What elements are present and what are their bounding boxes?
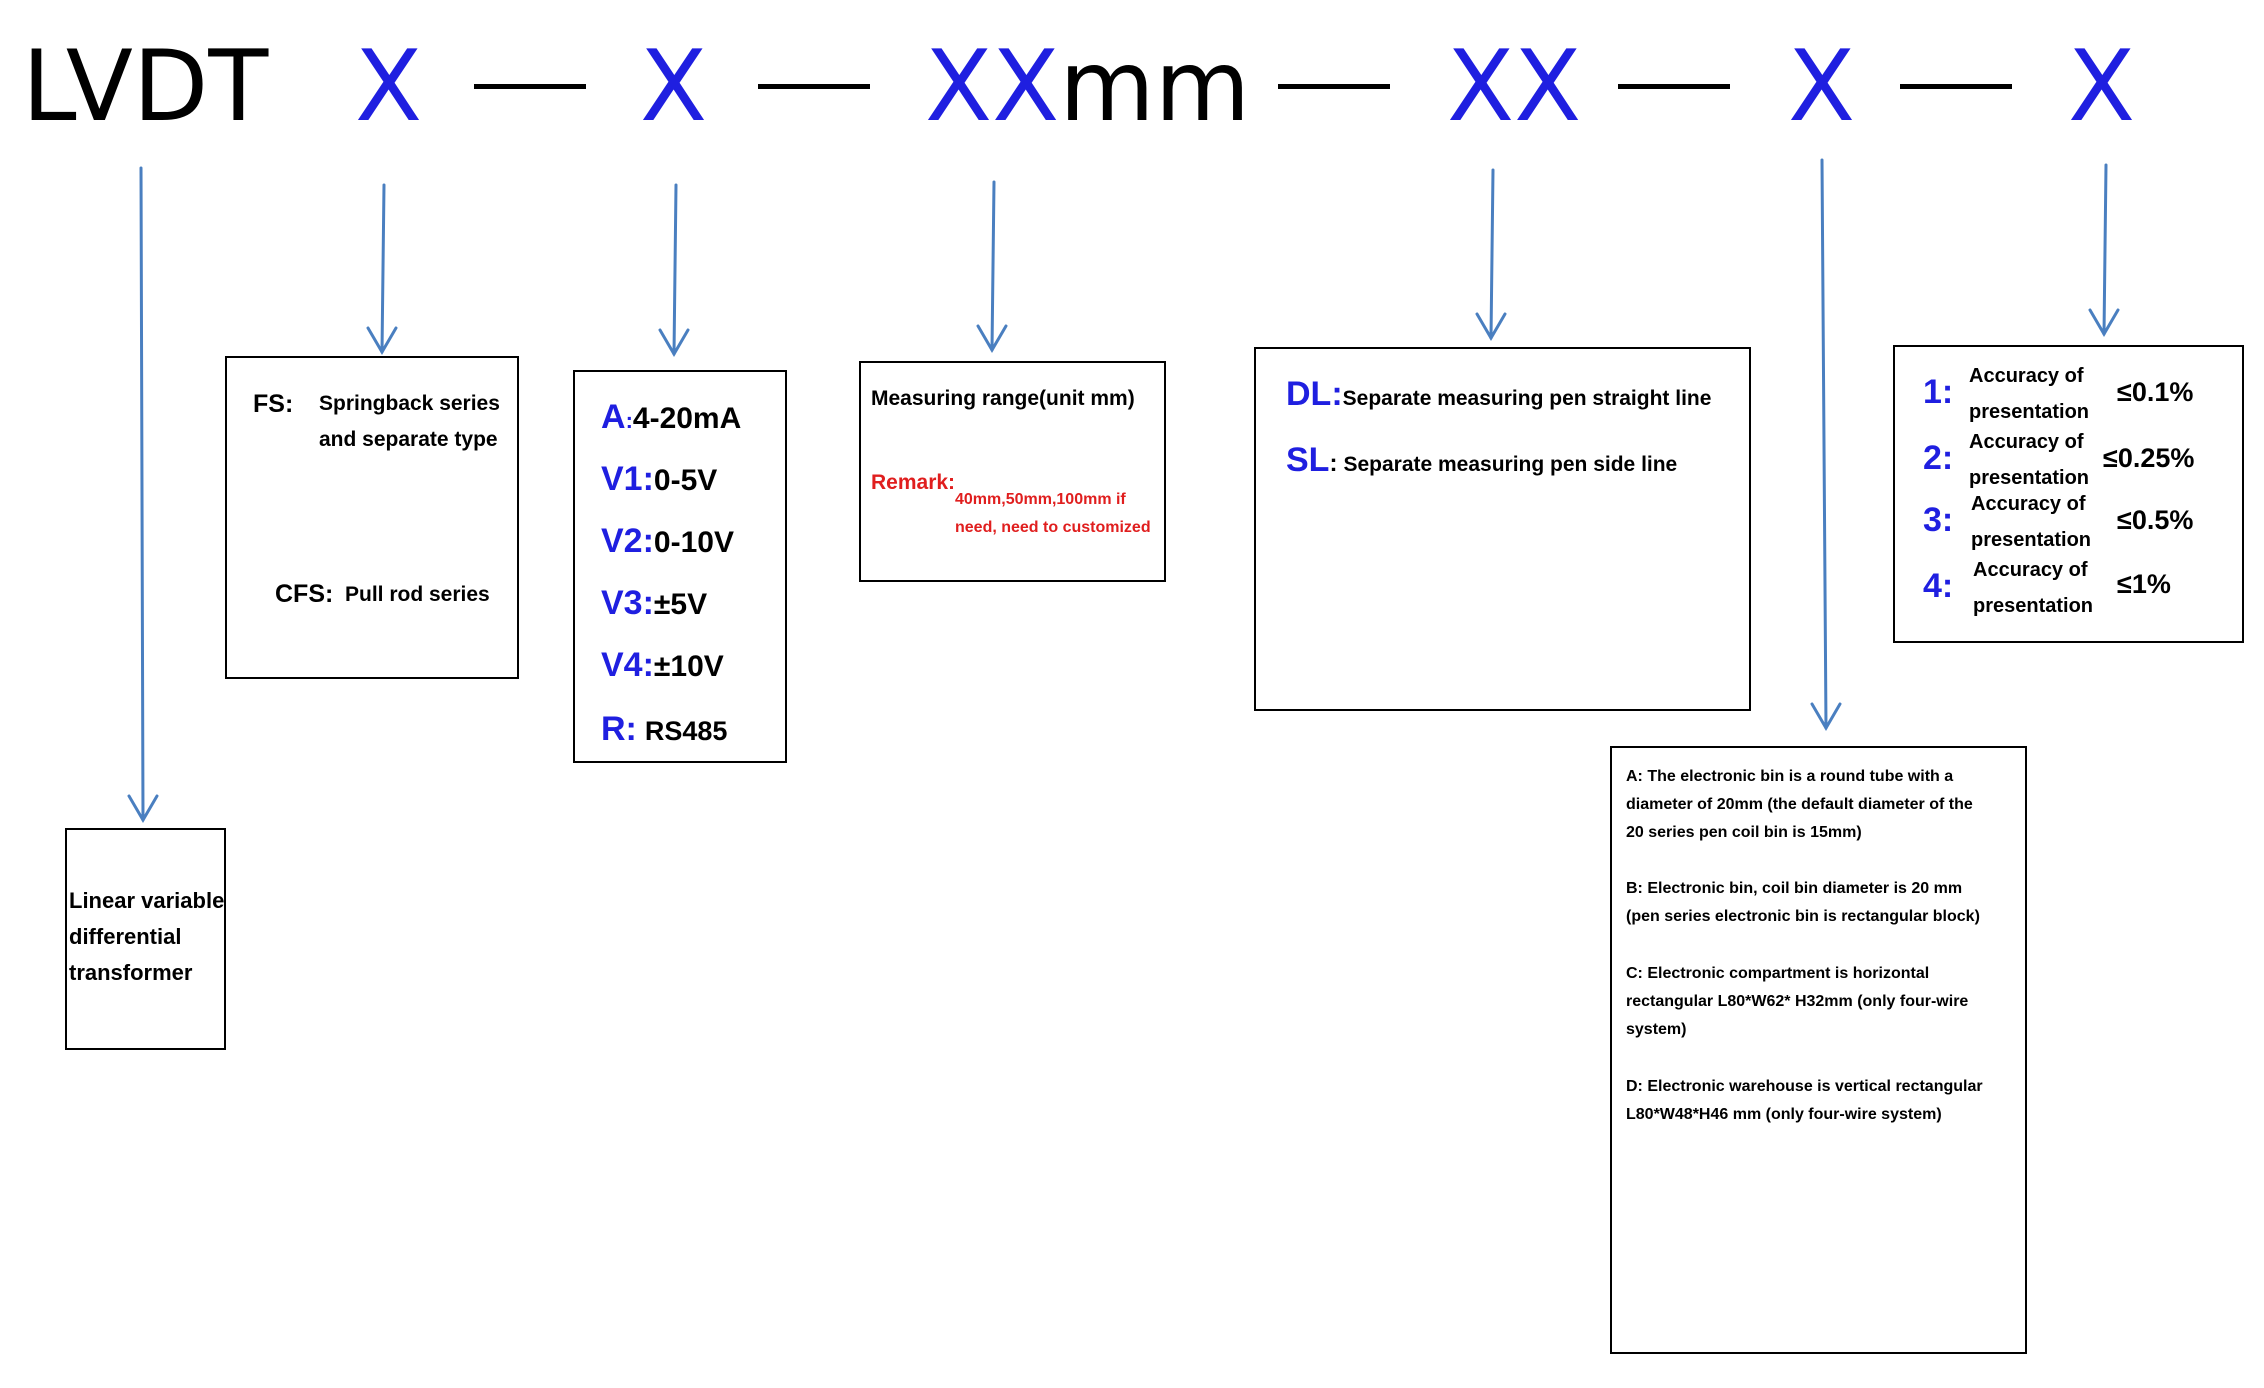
cfs-key: CFS: [275,580,334,608]
bin-a-line-1: A: The electronic bin is a round tube wi… [1626,768,1954,785]
arrow-output [658,183,690,357]
accuracy-label-2: presentation [1969,401,2090,423]
output-item: A:4-20mA [601,398,741,437]
arrow-line [1475,168,1507,341]
arrow-series [366,183,398,355]
output-key: V2: [601,522,654,560]
arrow-range [976,180,1008,353]
output-item: V4:±10V [601,646,724,685]
accuracy-label-1: Accuracy of [1971,493,2086,515]
cfs-text: Pull rod series [345,583,490,606]
accuracy-key: 1: [1923,373,1954,411]
arrow-bin [1810,158,1842,731]
output-sep: : [625,408,633,433]
sl-sep: : [1329,450,1338,477]
code-range-value: XX [925,30,1060,144]
series-box: FS: Springback series and separate type … [225,356,519,679]
output-value: ±5V [653,588,708,621]
accuracy-value: ≤0.25% [2103,443,2195,473]
lvdt-line-1: Linear variable [69,888,225,913]
sl-key: SL [1286,441,1330,479]
accuracy-label-2: presentation [1973,595,2094,617]
fs-key: FS: [253,390,294,418]
electronic-bin-box: A: The electronic bin is a round tube wi… [1610,746,2027,1354]
accuracy-label-2: presentation [1971,529,2092,551]
output-key: A [601,398,626,436]
code-bin: X [1788,30,1856,144]
output-key: V1: [601,460,654,498]
lvdt-line-2: differential [69,924,182,949]
output-item: V2:0-10V [601,522,734,561]
separator-dash [758,84,870,89]
separator-dash [474,84,586,89]
code-output: X [640,30,708,144]
code-line: XX [1447,30,1582,144]
sl-item: SL:Separate measuring pen side line [1286,441,1677,480]
dl-key: DL: [1286,375,1343,413]
accuracy-box: 1: Accuracy of presentation ≤0.1% 2: Acc… [1893,345,2244,643]
code-range-unit: mm [1059,30,1251,144]
code-accuracy: X [2068,30,2136,144]
arrow-accuracy [2088,163,2120,337]
range-title: Measuring range(unit mm) [871,387,1135,410]
bin-c-line-2: rectangular L80*W62* H32mm (only four-wi… [1626,993,1969,1010]
model-prefix: LVDT [22,30,269,144]
lvdt-line-3: transformer [69,960,193,985]
output-key: V4: [601,646,654,684]
line-type-box: DL:Separate measuring pen straight line … [1254,347,1751,711]
output-item: V1:0-5V [601,460,717,499]
output-value: 0-10V [653,526,734,559]
separator-dash [1900,84,2012,89]
measuring-range-box: Measuring range(unit mm) Remark: 40mm,50… [859,361,1166,582]
separator-dash [1618,84,1730,89]
bin-d-line-2: L80*W48*H46 mm (only four-wire system) [1626,1106,1942,1123]
output-signal-box: A:4-20mA V1:0-5V V2:0-10V V3:±5V V4:±10V… [573,370,787,763]
bin-d-line-1: D: Electronic warehouse is vertical rect… [1626,1078,1983,1095]
fs-line-2: and separate type [319,428,498,451]
accuracy-label-1: Accuracy of [1969,431,2084,453]
output-item: R:RS485 [601,710,727,749]
output-key: V3: [601,584,654,622]
output-value: RS485 [644,716,728,746]
sl-text: Separate measuring pen side line [1343,453,1678,476]
accuracy-label-1: Accuracy of [1969,365,2084,387]
separator-dash [1278,84,1390,89]
lvdt-description-box: Linear variable differential transformer [65,828,226,1050]
remark-line-2: need, need to customized [955,519,1151,536]
remark-line-1: 40mm,50mm,100mm if [955,491,1126,508]
accuracy-value: ≤1% [2117,569,2171,599]
output-key: R: [601,710,637,748]
accuracy-label-2: presentation [1969,467,2090,489]
accuracy-value: ≤0.5% [2117,505,2194,535]
accuracy-key: 2: [1923,439,1954,477]
bin-c-line-3: system) [1626,1021,1687,1038]
accuracy-key: 3: [1923,501,1954,539]
accuracy-key: 4: [1923,567,1954,605]
dl-item: DL:Separate measuring pen straight line [1286,375,1711,414]
code-range: XXmm [925,32,1250,142]
code-series: X [355,30,423,144]
bin-b-line-2: (pen series electronic bin is rectangula… [1626,908,1980,925]
accuracy-label-1: Accuracy of [1973,559,2088,581]
output-value: ±10V [653,650,724,683]
remark-label: Remark: [871,471,956,494]
bin-a-line-3: 20 series pen coil bin is 15mm) [1626,824,1862,841]
bin-c-line-1: C: Electronic compartment is horizontal [1626,965,1930,982]
output-value: 4-20mA [632,402,742,435]
output-item: V3:±5V [601,584,707,623]
bin-a-line-2: diameter of 20mm (the default diameter o… [1626,796,1973,813]
bin-b-line-1: B: Electronic bin, coil bin diameter is … [1626,880,1963,897]
fs-line-1: Springback series [319,392,500,415]
accuracy-value: ≤0.1% [2117,377,2194,407]
arrow-lvdt [127,166,159,823]
output-value: 0-5V [653,464,718,497]
dl-text: Separate measuring pen straight line [1342,387,1712,410]
